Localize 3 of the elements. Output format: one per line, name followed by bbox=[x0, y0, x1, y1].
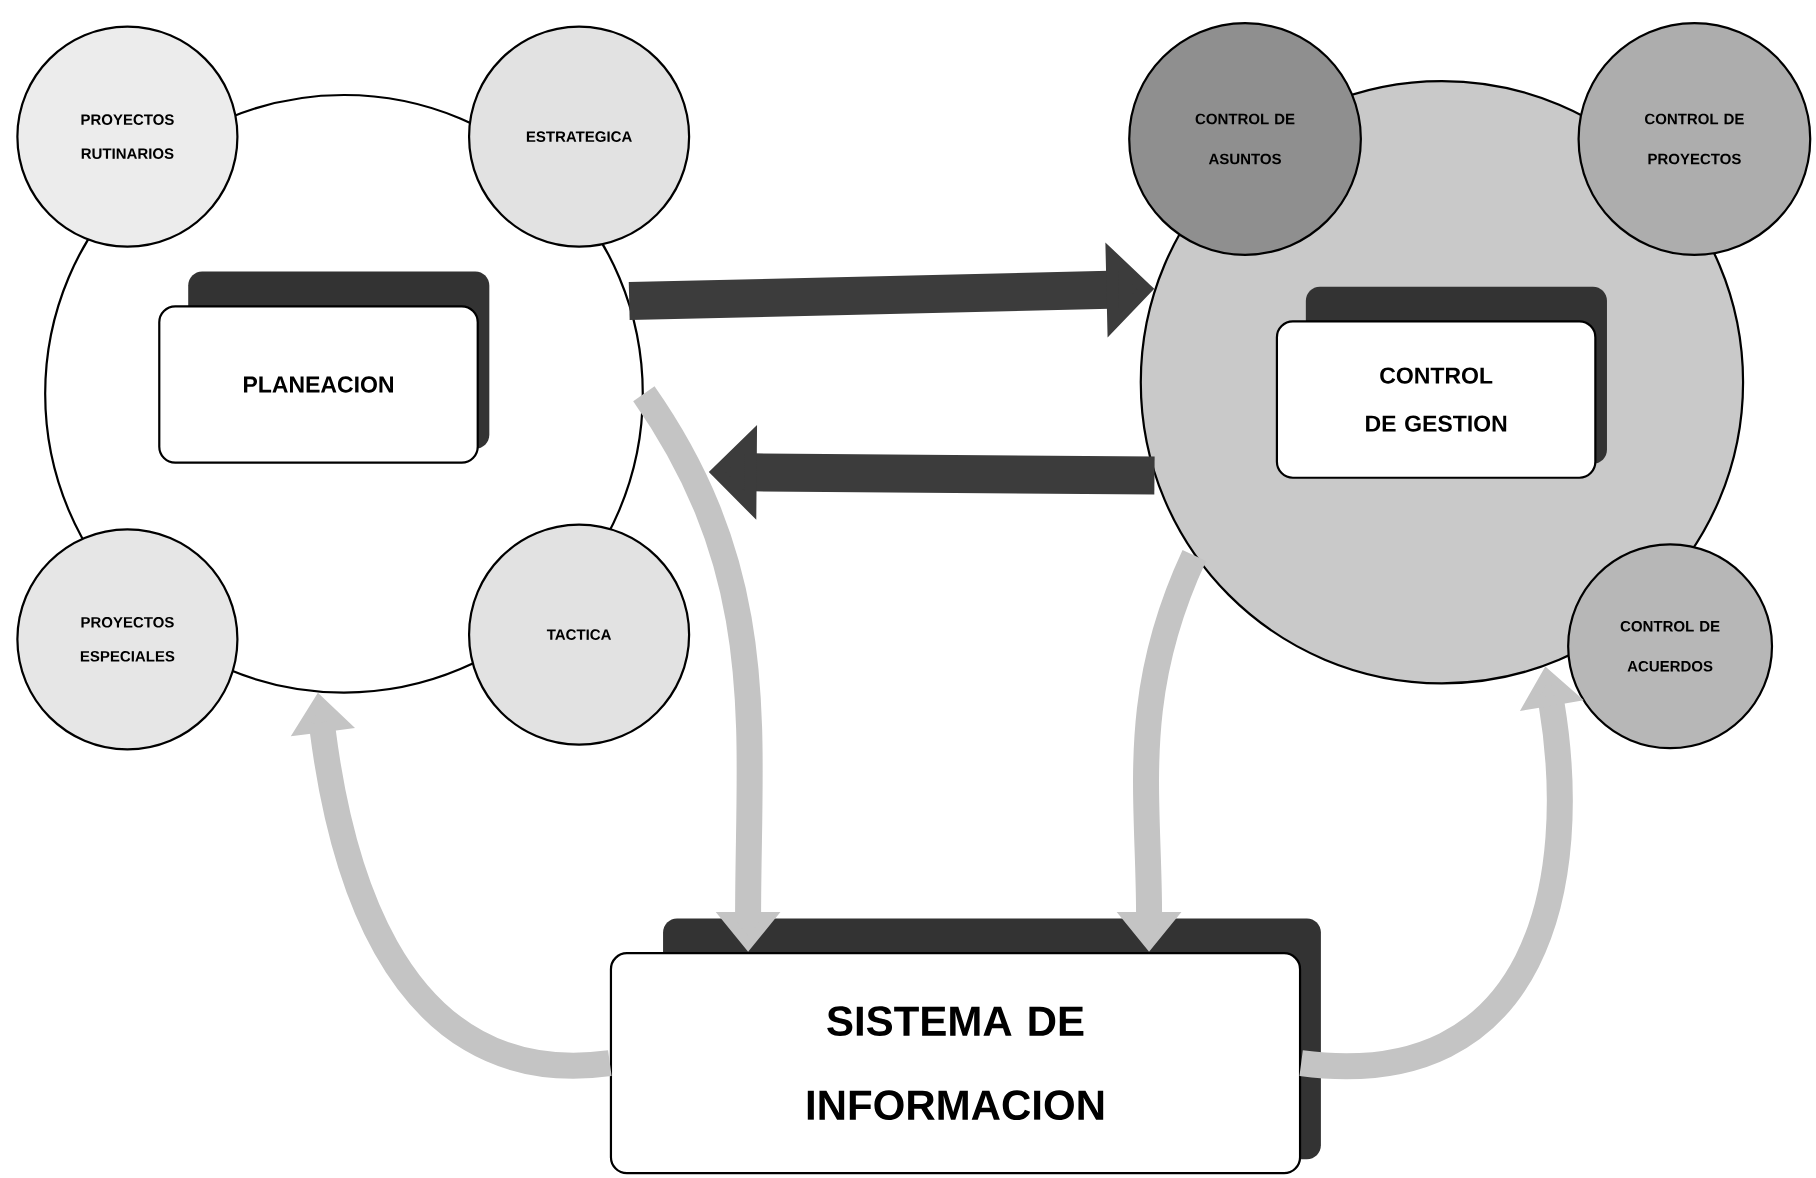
rounded-box: PLANEACION bbox=[158, 271, 490, 464]
rounded-box: CONTROL DE GESTION bbox=[1275, 286, 1607, 479]
rounded-box: SISTEMA DE INFORMACION bbox=[609, 918, 1321, 1175]
